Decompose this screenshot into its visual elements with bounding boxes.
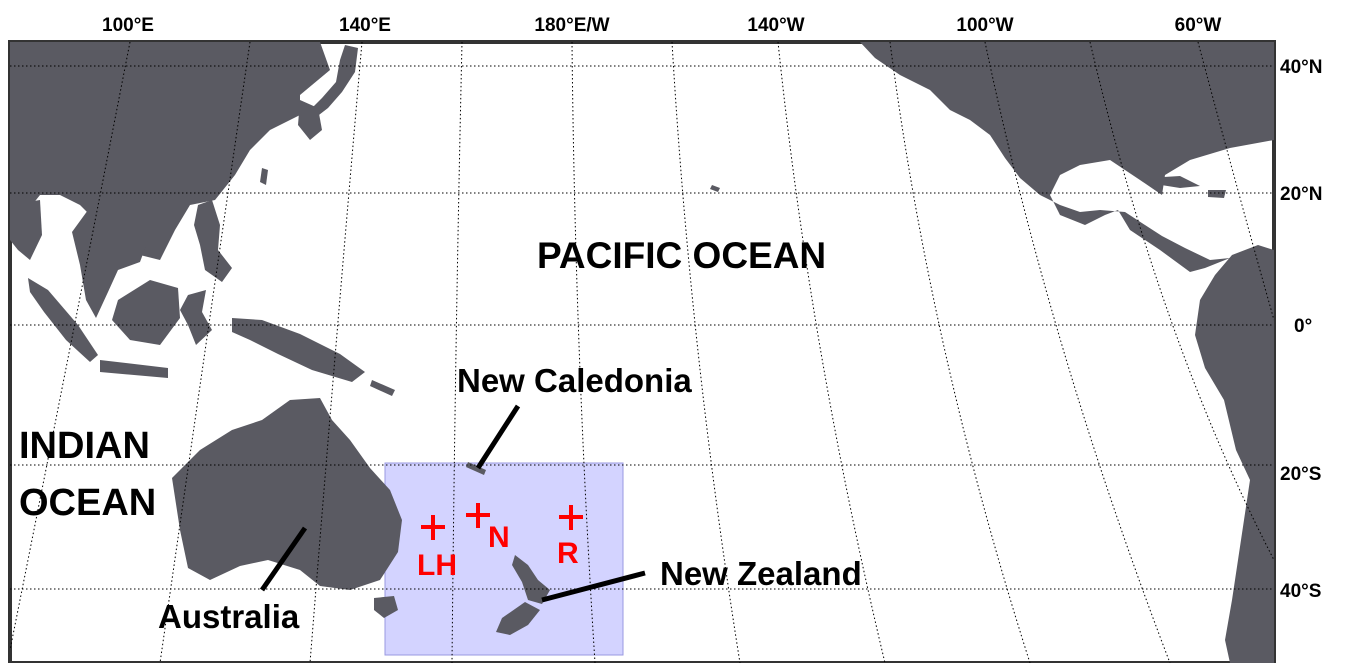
land-sulawesi xyxy=(180,290,212,345)
new-zealand-label: New Zealand xyxy=(660,555,862,592)
meridian-160e xyxy=(451,42,463,663)
land-masses xyxy=(10,42,1274,663)
site-n-label: N xyxy=(488,521,510,554)
land-taiwan xyxy=(260,168,268,185)
right-label-40n: 40°N xyxy=(1280,57,1322,78)
top-axis-labels: 100°E 140°E 180°E/W 140°W 100°W 60°W xyxy=(102,15,1221,36)
land-solomons xyxy=(370,380,395,396)
land-asia xyxy=(10,42,330,260)
land-borneo xyxy=(112,280,180,345)
right-label-40s: 40°S xyxy=(1280,581,1321,602)
leader-lines xyxy=(259,404,646,603)
land-hispaniola xyxy=(1208,190,1226,198)
land-nz-south xyxy=(496,602,540,635)
graticule xyxy=(10,42,1274,663)
map-content xyxy=(10,42,1274,663)
indian-ocean-label-line2: OCEAN xyxy=(19,482,156,524)
meridian-120e xyxy=(159,42,251,663)
land-south-america xyxy=(1195,245,1274,663)
site-n-cross xyxy=(466,503,490,528)
land-nz-north xyxy=(512,555,550,604)
leader-australia xyxy=(259,526,308,592)
meridian-60w xyxy=(1197,42,1274,321)
meridian-100w xyxy=(984,42,1171,663)
site-lh-cross xyxy=(421,515,445,540)
land-indochina xyxy=(72,210,150,318)
land-java xyxy=(100,360,168,378)
site-r-cross xyxy=(559,505,583,530)
top-label-100e: 100°E xyxy=(102,15,154,36)
right-label-20s: 20°S xyxy=(1280,464,1321,485)
site-r-label: R xyxy=(557,537,579,570)
top-label-140w: 140°W xyxy=(747,15,804,36)
top-label-100w: 100°W xyxy=(956,15,1013,36)
australia-label: Australia xyxy=(158,598,300,635)
site-lh-label: LH xyxy=(417,549,457,582)
top-label-60w: 60°W xyxy=(1175,15,1222,36)
indian-ocean-label-line1: INDIAN xyxy=(19,425,150,467)
meridian-120w xyxy=(889,42,1031,663)
land-india xyxy=(10,200,42,260)
land-sumatra xyxy=(28,278,98,362)
top-label-180: 180°E/W xyxy=(534,15,609,36)
land-japan xyxy=(308,45,358,118)
land-cuba xyxy=(1148,176,1200,188)
meridian-80w xyxy=(1089,42,1274,561)
land-australia xyxy=(172,398,402,590)
right-label-20n: 20°N xyxy=(1280,184,1322,205)
site-labels: LH N R xyxy=(417,521,579,582)
land-north-america xyxy=(860,42,1274,272)
leader-new-caledonia xyxy=(475,404,521,470)
meridian-140w xyxy=(777,42,886,663)
land-hawaii xyxy=(710,185,720,192)
site-markers xyxy=(421,503,583,540)
leader-new-zealand xyxy=(541,570,646,603)
new-caledonia-label: New Caledonia xyxy=(457,362,692,399)
right-axis-labels: 40°N 20°N 0° 20°S 40°S xyxy=(1280,57,1322,602)
pacific-ocean-label: PACIFIC OCEAN xyxy=(537,235,826,276)
right-label-0: 0° xyxy=(1294,316,1312,337)
land-tasmania xyxy=(374,596,398,618)
top-label-140e: 140°E xyxy=(339,15,391,36)
meridian-180 xyxy=(571,42,596,663)
land-philippines xyxy=(194,200,232,282)
land-new-guinea xyxy=(232,318,365,382)
